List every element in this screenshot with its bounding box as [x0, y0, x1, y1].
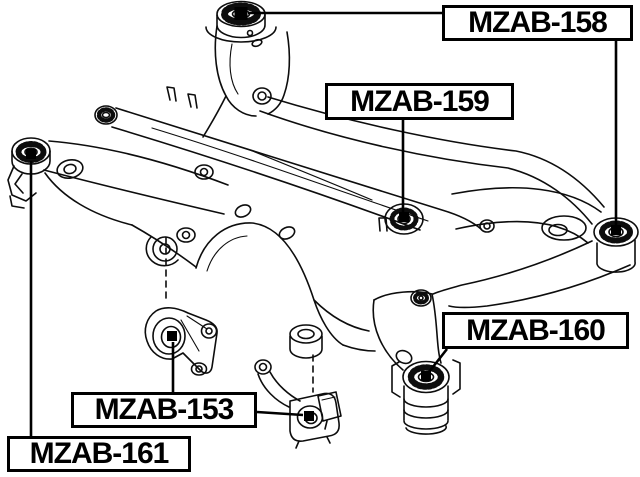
leader-lines [29, 11, 618, 436]
part-label-mzab-159: MZAB-159 [325, 83, 514, 120]
front-rail [94, 86, 482, 232]
part-label-mzab-158: MZAB-158 [442, 5, 633, 41]
stud-bolt [166, 86, 177, 102]
centre-arch [44, 164, 344, 346]
leader-mzab-160 [427, 348, 449, 373]
marker-mzab-158-top [234, 7, 248, 20]
marker-mzab-153-rear [304, 411, 314, 421]
left-arm [43, 140, 229, 215]
trailing-arm [451, 186, 636, 273]
stud-bolt [187, 93, 198, 109]
marker-mzab-159 [399, 212, 409, 222]
subframe-drawing [7, 0, 639, 449]
leader-mzab-153-rear [256, 410, 304, 417]
marker-mzab-158-right [611, 225, 621, 235]
marker-mzab-160 [421, 371, 431, 381]
part-label-mzab-160: MZAB-160 [442, 312, 629, 349]
part-label-mzab-153: MZAB-153 [71, 392, 257, 428]
bushing-left [7, 137, 51, 209]
part-label-mzab-161: MZAB-161 [7, 436, 191, 472]
marker-mzab-153-front [167, 331, 177, 341]
part-markers [26, 7, 621, 421]
lower-arm [313, 290, 442, 371]
rear-lower-frame [410, 240, 631, 309]
mount-bracket-rear [254, 324, 342, 449]
top-arm [202, 25, 291, 138]
marker-mzab-161 [26, 149, 36, 159]
